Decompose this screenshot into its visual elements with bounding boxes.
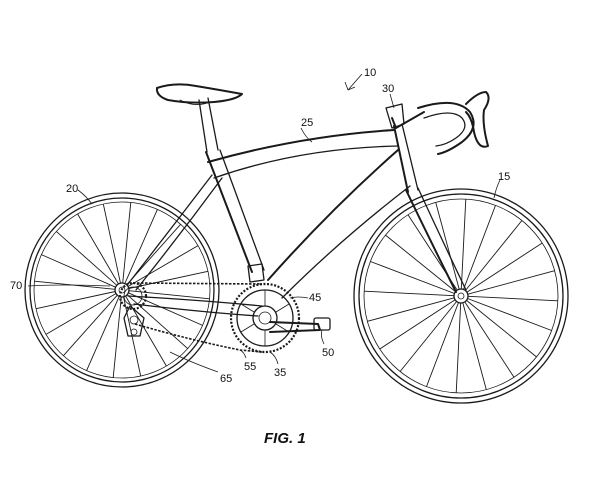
wheel-spoke [41,254,116,288]
wheel-spoke [467,270,555,295]
wheel-spoke [465,220,523,291]
drivetrain [118,263,331,354]
crank-arm [269,321,321,333]
ref-label-cassette: 70 [10,280,22,292]
wheel-spoke [127,245,199,287]
wheel-spoke [399,301,457,372]
wheel-spoke [122,202,132,284]
wheel-spoke [128,290,210,300]
cassette [118,281,148,311]
rear-wheel [24,192,220,388]
ref-label-chainring: 45 [309,292,321,304]
figure-caption: FIG. 1 [264,430,306,447]
wheel-spoke [435,202,460,290]
wheel-spoke [467,295,558,302]
wheel-spoke [385,234,456,292]
wheel-spoke [426,302,459,387]
wheel-spoke [462,302,487,390]
wheel-spoke [112,296,122,378]
wheel-spoke [467,298,552,331]
ref-label-pedal: 50 [322,347,334,359]
wheel-spoke [364,290,455,297]
wheel-spoke [464,301,515,378]
rear-derailleur [123,305,145,337]
ref-label-frame: 25 [301,117,313,129]
wheel-spoke [63,294,118,356]
wheel-spoke [102,203,121,284]
bicycle-frame [127,83,490,317]
wheel-spoke [86,296,120,371]
front-wheel-spokes [364,199,558,393]
leader-lines [27,73,501,373]
wheel-spoke [126,294,188,349]
ref-label-handlebar-stem: 30 [382,83,394,95]
wheel-spoke [56,231,118,286]
wheel-spoke [45,293,117,335]
ref-label-rear-derailleur: 65 [220,373,232,385]
wheel-spoke [379,299,456,350]
wheel-spoke [466,242,543,293]
ref-label-crankset: 35 [274,367,286,379]
wheel-spoke [455,302,462,393]
wheel-spoke [124,209,158,284]
ref-label-front-wheel: 15 [498,171,510,183]
ref-label-rear-wheel: 20 [66,183,78,195]
wheel-spoke [77,213,119,285]
chain [132,282,263,353]
ref-label-bicycle: 10 [364,67,376,79]
wheel-spoke [466,300,537,358]
ref-label-chain: 55 [244,361,256,373]
chainring [229,282,301,354]
wheel-spoke [128,292,203,326]
wheel-spoke [367,297,455,322]
rear-wheel-spokes [34,202,210,378]
front-wheel [353,188,569,404]
wheel-spoke [460,199,467,290]
wheel-spoke [370,261,455,294]
wheel-spoke [35,291,116,310]
wheel-spoke [463,205,496,290]
